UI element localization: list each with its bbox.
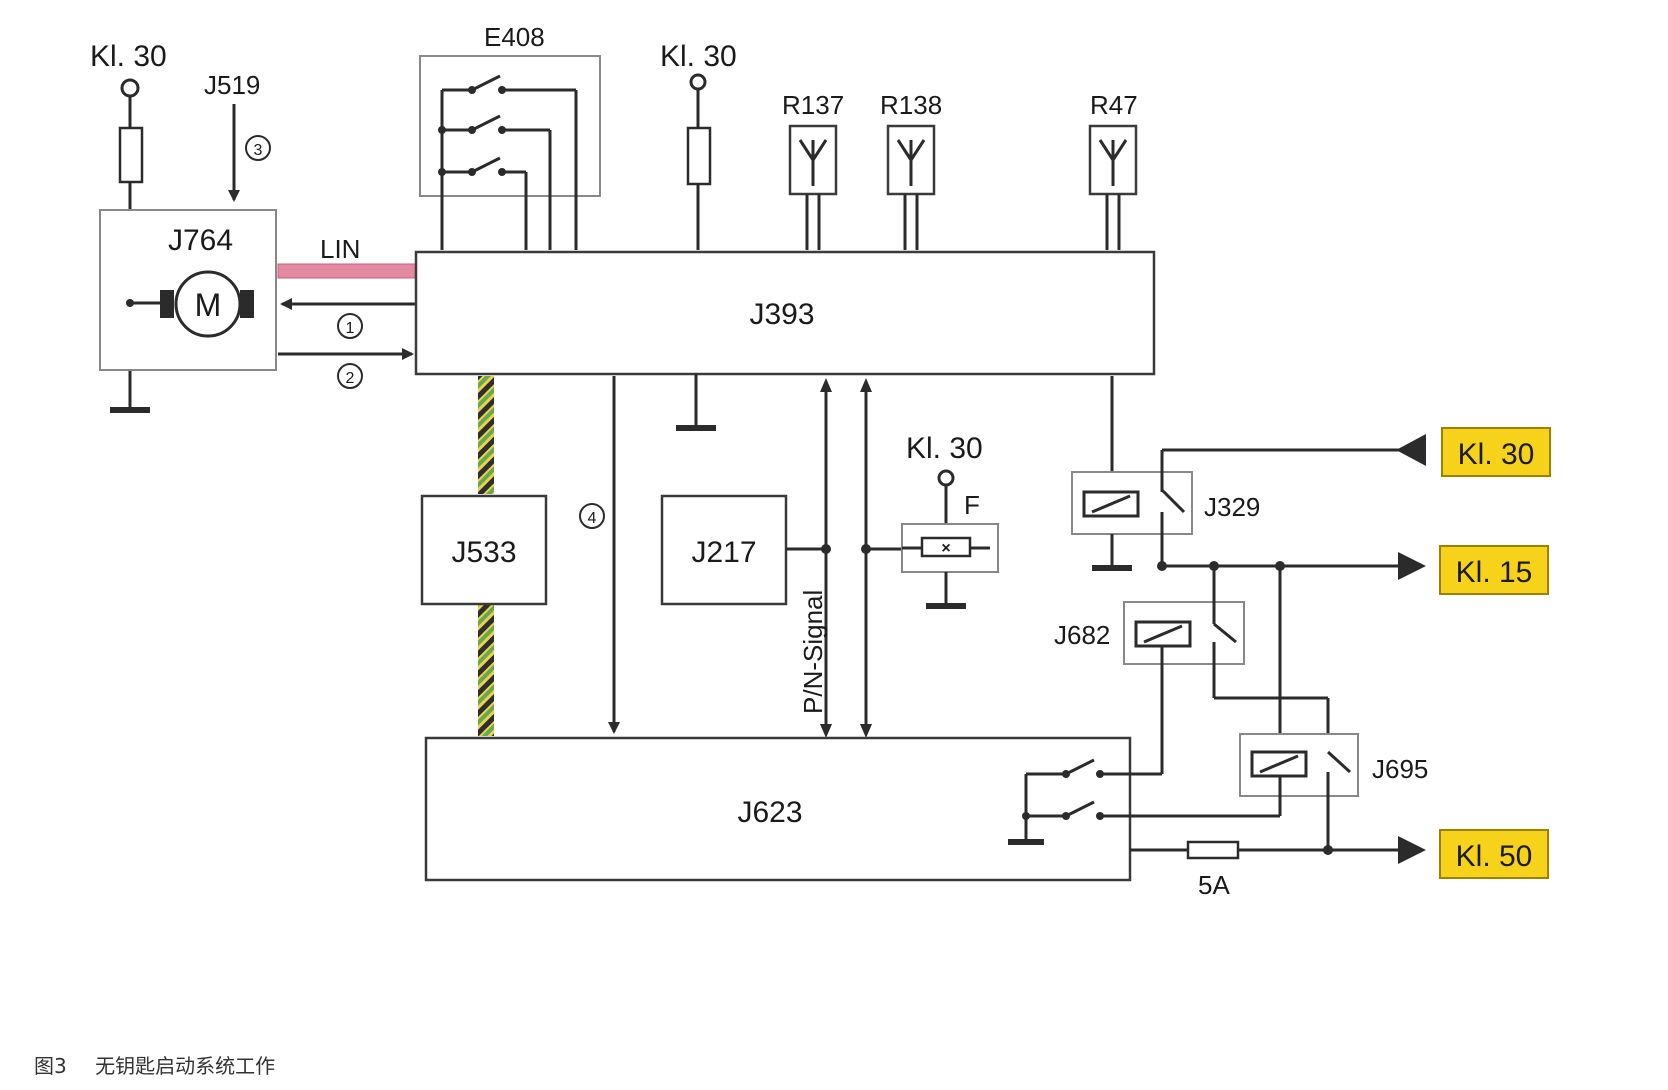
marker-2 [337,363,363,389]
fuse-left [118,126,144,184]
e408-label: E408 [484,22,545,52]
r138-label: R138 [880,90,942,120]
j623-label: J623 [737,796,802,829]
can-bus-upper [478,376,494,494]
kl30-mid-label: Kl. 30 [660,40,737,73]
terminal-kl50-label: Kl. 50 [1456,840,1533,873]
motor-label: M [195,287,222,323]
marker-1-text: 1 [346,320,355,337]
svg-text:×: × [941,540,950,557]
marker-3 [245,135,271,161]
j329-label: J329 [1204,492,1260,522]
f-label: F [964,490,980,520]
j764-label: J764 [168,224,233,257]
terminal-kl30: Kl. 30 [1441,427,1551,477]
terminal-kl15: Kl. 15 [1439,545,1549,595]
e408-switch-1 [442,74,578,250]
e408-switch-2 [442,114,552,250]
j682-label: J682 [1054,620,1110,650]
j623-box [424,736,1132,882]
e408-box [419,55,601,197]
r137-label: R137 [782,90,844,120]
j393-box [414,250,1156,376]
antenna-r137: R137 [782,90,844,250]
marker-3-text: 3 [254,142,263,159]
j695-label: J695 [1372,754,1428,784]
fuse-5a-label: 5A [1198,870,1230,900]
terminal-kl30-label: Kl. 30 [1458,438,1535,471]
e408-switch-3 [438,126,528,250]
fuse-5a [1186,840,1240,860]
lin-label: LIN [320,234,360,264]
kl30-left-terminal [120,78,140,98]
kl30-mid-terminal [689,73,707,91]
j623-switches [1008,758,1214,845]
marker-4-text: 4 [588,510,597,527]
kl15-terminal-arrow [1398,552,1426,580]
fuse-mid [686,126,712,186]
can-bus-lower [478,604,494,736]
pn-signal-label: P/N-Signal [798,590,828,714]
r47-label: R47 [1090,90,1138,120]
figure-number: 图3 [34,1054,67,1078]
j533-label: J533 [451,536,516,569]
marker-1 [337,313,363,339]
figure-caption: 图3 无钥匙启动系统工作 [34,1050,297,1079]
antenna-r47: R47 [1088,90,1138,250]
lin-bus [277,263,417,279]
j393-label: J393 [749,298,814,331]
kl30-left-label: Kl. 30 [90,40,167,73]
motor-icon [174,270,242,338]
figure-title: 无钥匙启动系统工作 [95,1054,276,1078]
kl30-lower-label: Kl. 30 [906,432,983,465]
antenna-r138: R138 [880,90,942,250]
j217-box [660,494,788,606]
kl50-terminal-arrow [1398,836,1426,864]
j217-label: J217 [691,536,756,569]
kl30-terminal-arrow [1396,434,1426,466]
marker-2-text: 2 [346,370,355,387]
kl30-lower-terminal [937,469,955,487]
marker-4 [579,503,605,529]
terminal-kl50: Kl. 50 [1439,829,1549,879]
terminal-kl15-label: Kl. 15 [1456,556,1533,589]
j533-box [420,494,548,606]
j519-label: J519 [204,70,260,100]
